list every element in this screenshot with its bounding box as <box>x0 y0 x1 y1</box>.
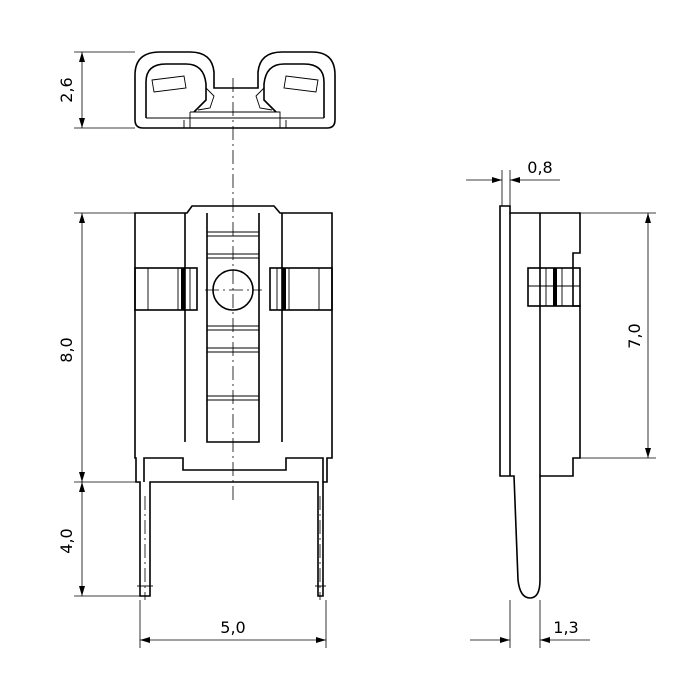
dim-label-side-thickness: 0,8 <box>527 158 552 177</box>
dim-label-pin-length: 4,0 <box>57 528 76 553</box>
dim-body-height: 8,0 <box>57 212 136 483</box>
side-view <box>499 205 581 599</box>
dim-side-thickness: 0,8 <box>466 158 560 206</box>
dim-pin-length: 4,0 <box>57 482 140 597</box>
dim-top-height: 2,6 <box>57 51 135 129</box>
top-view <box>134 51 336 129</box>
dim-side-pin-width: 1,3 <box>470 600 590 648</box>
dim-pin-spacing: 5,0 <box>139 600 327 648</box>
front-view <box>134 205 333 600</box>
dim-side-height: 7,0 <box>580 212 656 459</box>
dim-label-top-height: 2,6 <box>57 77 76 102</box>
dim-label-side-height: 7,0 <box>625 323 644 348</box>
dim-label-body-height: 8,0 <box>57 337 76 362</box>
dim-label-pin-spacing: 5,0 <box>220 618 245 637</box>
dim-label-side-pin-width: 1,3 <box>553 618 578 637</box>
